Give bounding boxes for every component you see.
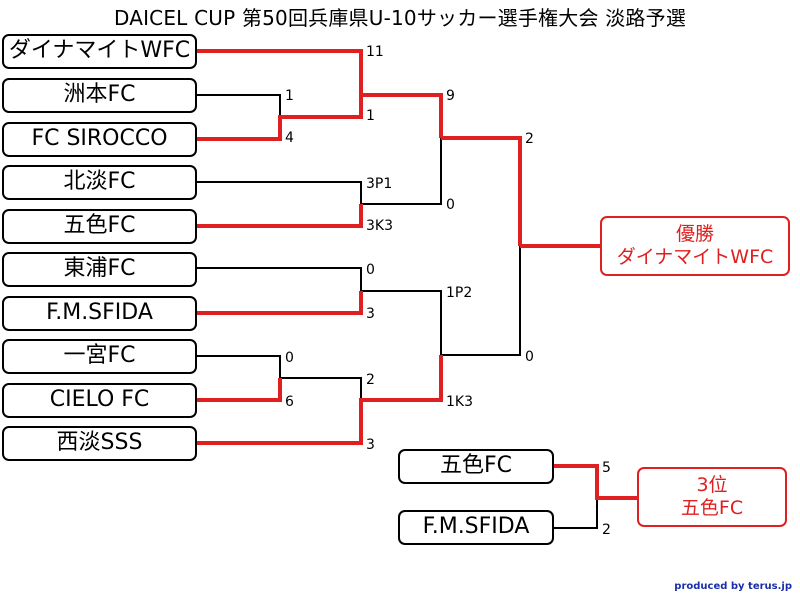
- score-dynamite-r2: 11: [366, 44, 384, 60]
- score-cielo-r1: 6: [285, 394, 294, 410]
- win-dynamite-sf: [441, 136, 522, 246]
- line-ichinomiya: [197, 355, 281, 378]
- team-sirocco: FC SIROCCO: [2, 122, 197, 157]
- loser-lines: [197, 94, 598, 529]
- line-goshiki-sf: [361, 138, 442, 205]
- score-3rd-a: 5: [602, 460, 611, 476]
- team-sfida: F.M.SFIDA: [2, 296, 197, 331]
- score-sf-top-b: 0: [446, 197, 455, 213]
- score-sf-top-a: 9: [446, 88, 455, 104]
- score-sumoto-r1: 1: [285, 88, 294, 104]
- champion-team: ダイナマイトWFC: [616, 246, 774, 268]
- score-3rd-b: 2: [602, 522, 611, 538]
- score-sirocco-r2: 1: [366, 108, 375, 124]
- line-sfida-sf: [361, 290, 442, 355]
- team-higashiura: 東浦FC: [2, 252, 197, 287]
- team-hokudan: 北淡FC: [2, 165, 197, 200]
- team-ichinomiya: 一宮FC: [2, 339, 197, 374]
- score-hokudan-r2: 3P1: [366, 176, 393, 192]
- score-sfida-r2: 3: [366, 306, 375, 322]
- winner-lines: [197, 49, 637, 500]
- third-place-team: 五色FC: [680, 497, 744, 519]
- line-higashiura: [197, 267, 362, 291]
- score-seidan-r2: 3: [366, 437, 375, 453]
- score-sf-bottom-b: 1K3: [446, 394, 473, 410]
- score-higashiura-r2: 0: [366, 262, 375, 278]
- line-cielo-r2: [280, 377, 362, 400]
- third-place-box: 3位 五色FC: [637, 467, 787, 527]
- footer-credit: produced by terus.jp: [674, 581, 792, 592]
- team-sumoto: 洲本FC: [2, 78, 197, 113]
- win-seidan: [197, 355, 443, 445]
- champion-box: 優勝 ダイナマイトWFC: [600, 216, 790, 276]
- score-final-bottom: 0: [525, 349, 534, 365]
- line-hokudan: [197, 181, 362, 204]
- score-cielo-r2: 2: [366, 372, 375, 388]
- win-3rd-goshiki: [554, 464, 637, 500]
- team-goshiki: 五色FC: [2, 209, 197, 244]
- champion-label: 優勝: [675, 223, 714, 245]
- third-place-team-a: 五色FC: [398, 449, 554, 484]
- score-sf-bottom-a: 1P2: [446, 285, 473, 301]
- win-sirocco: [197, 95, 363, 141]
- line-final-bottom: [441, 246, 521, 356]
- score-final-top: 2: [525, 131, 534, 147]
- third-place-team-b: F.M.SFIDA: [398, 510, 554, 545]
- win-cielo: [197, 378, 282, 402]
- score-sirocco-r1: 4: [285, 130, 294, 146]
- win-sfida: [197, 291, 363, 315]
- score-ichinomiya-r1: 0: [285, 350, 294, 366]
- line-sumoto: [197, 94, 281, 117]
- team-dynamite: ダイナマイトWFC: [2, 34, 197, 69]
- third-place-label: 3位: [696, 474, 728, 496]
- team-cielo: CIELO FC: [2, 383, 197, 418]
- team-seidan: 西淡SSS: [2, 426, 197, 461]
- page-title: DAICEL CUP 第50回兵庫県U-10サッカー選手権大会 淡路予選: [113, 6, 687, 30]
- win-dynamite-r2: [361, 93, 443, 138]
- score-goshiki-r2: 3K3: [366, 218, 393, 234]
- win-dynamite: [197, 49, 363, 95]
- win-goshiki: [197, 204, 363, 228]
- line-3rd-sfida: [554, 498, 598, 529]
